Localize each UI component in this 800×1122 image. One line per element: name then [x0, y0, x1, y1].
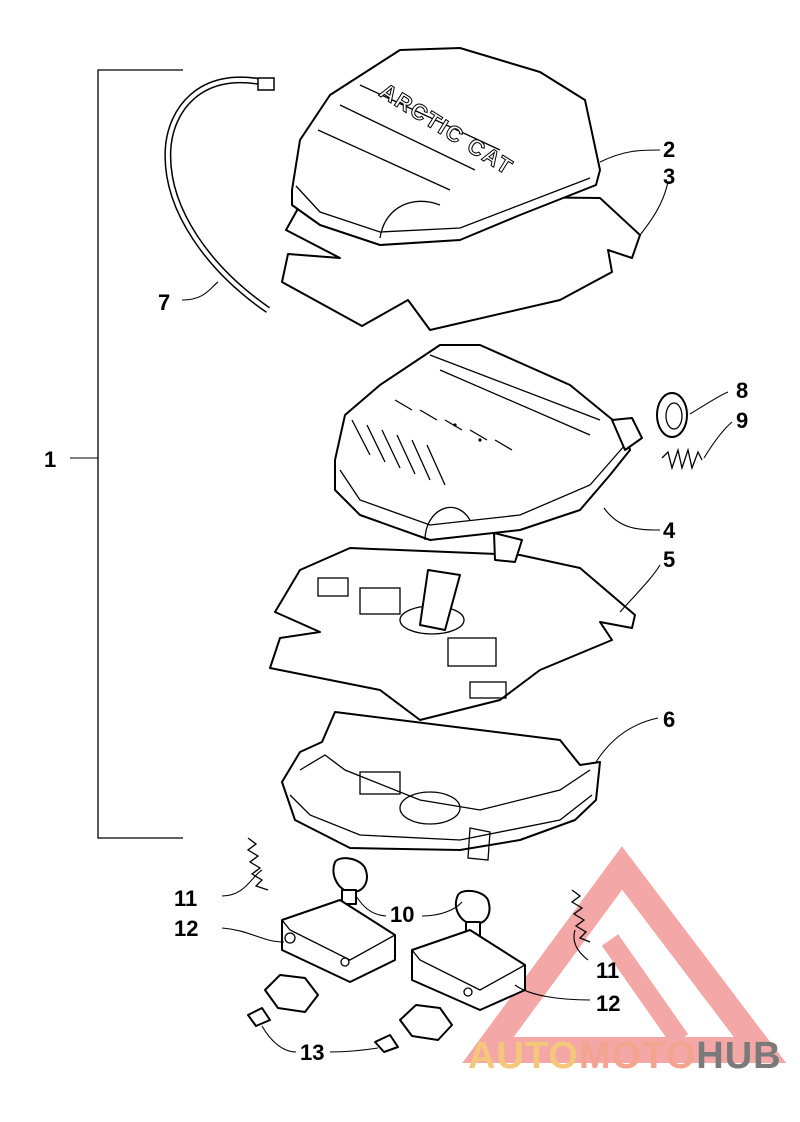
- callout-labels: 1 2 3 4 5 6 7 8 9 10 11 11 12 12 13: [44, 137, 748, 1065]
- watermark-part-moto: MOTO: [578, 1035, 697, 1077]
- leader-lines: [181, 149, 733, 1053]
- callout-10: 10: [390, 902, 414, 927]
- base-gasket: [269, 547, 636, 721]
- callout-9: 9: [736, 408, 748, 433]
- callout-12-right: 12: [596, 991, 620, 1016]
- housing-louvres: [351, 354, 601, 486]
- callout-5: 5: [663, 547, 675, 572]
- left-latch-assembly: [246, 837, 396, 1027]
- watermark-part-auto: AUTO: [468, 1035, 579, 1077]
- housing-spring: [661, 447, 703, 471]
- assembly-bracket: [70, 69, 183, 839]
- callout-2: 2: [663, 137, 675, 162]
- callout-12-left: 12: [174, 916, 198, 941]
- airbox-cover: ARCTIC CAT: [291, 47, 601, 246]
- callout-13: 13: [300, 1040, 324, 1065]
- watermark-logo: [462, 846, 787, 1063]
- callout-11-left: 11: [174, 886, 197, 911]
- callout-11-right: 11: [596, 958, 619, 983]
- intake-duct: [419, 569, 461, 631]
- callout-4: 4: [663, 518, 676, 543]
- callout-7: 7: [158, 290, 170, 315]
- airbox-housing: [334, 344, 643, 563]
- callout-8: 8: [736, 378, 748, 403]
- watermark-part-hub: HUB: [696, 1035, 782, 1077]
- callout-1: 1: [44, 447, 56, 472]
- right-latch-assembly: [374, 889, 591, 1053]
- callout-3: 3: [663, 164, 675, 189]
- callout-6: 6: [663, 707, 675, 732]
- base-tray: [281, 711, 601, 861]
- watermark-text: AUTOMOTOHUB: [468, 1035, 782, 1078]
- drain-tube: [164, 76, 275, 313]
- seal-ring: [656, 392, 688, 438]
